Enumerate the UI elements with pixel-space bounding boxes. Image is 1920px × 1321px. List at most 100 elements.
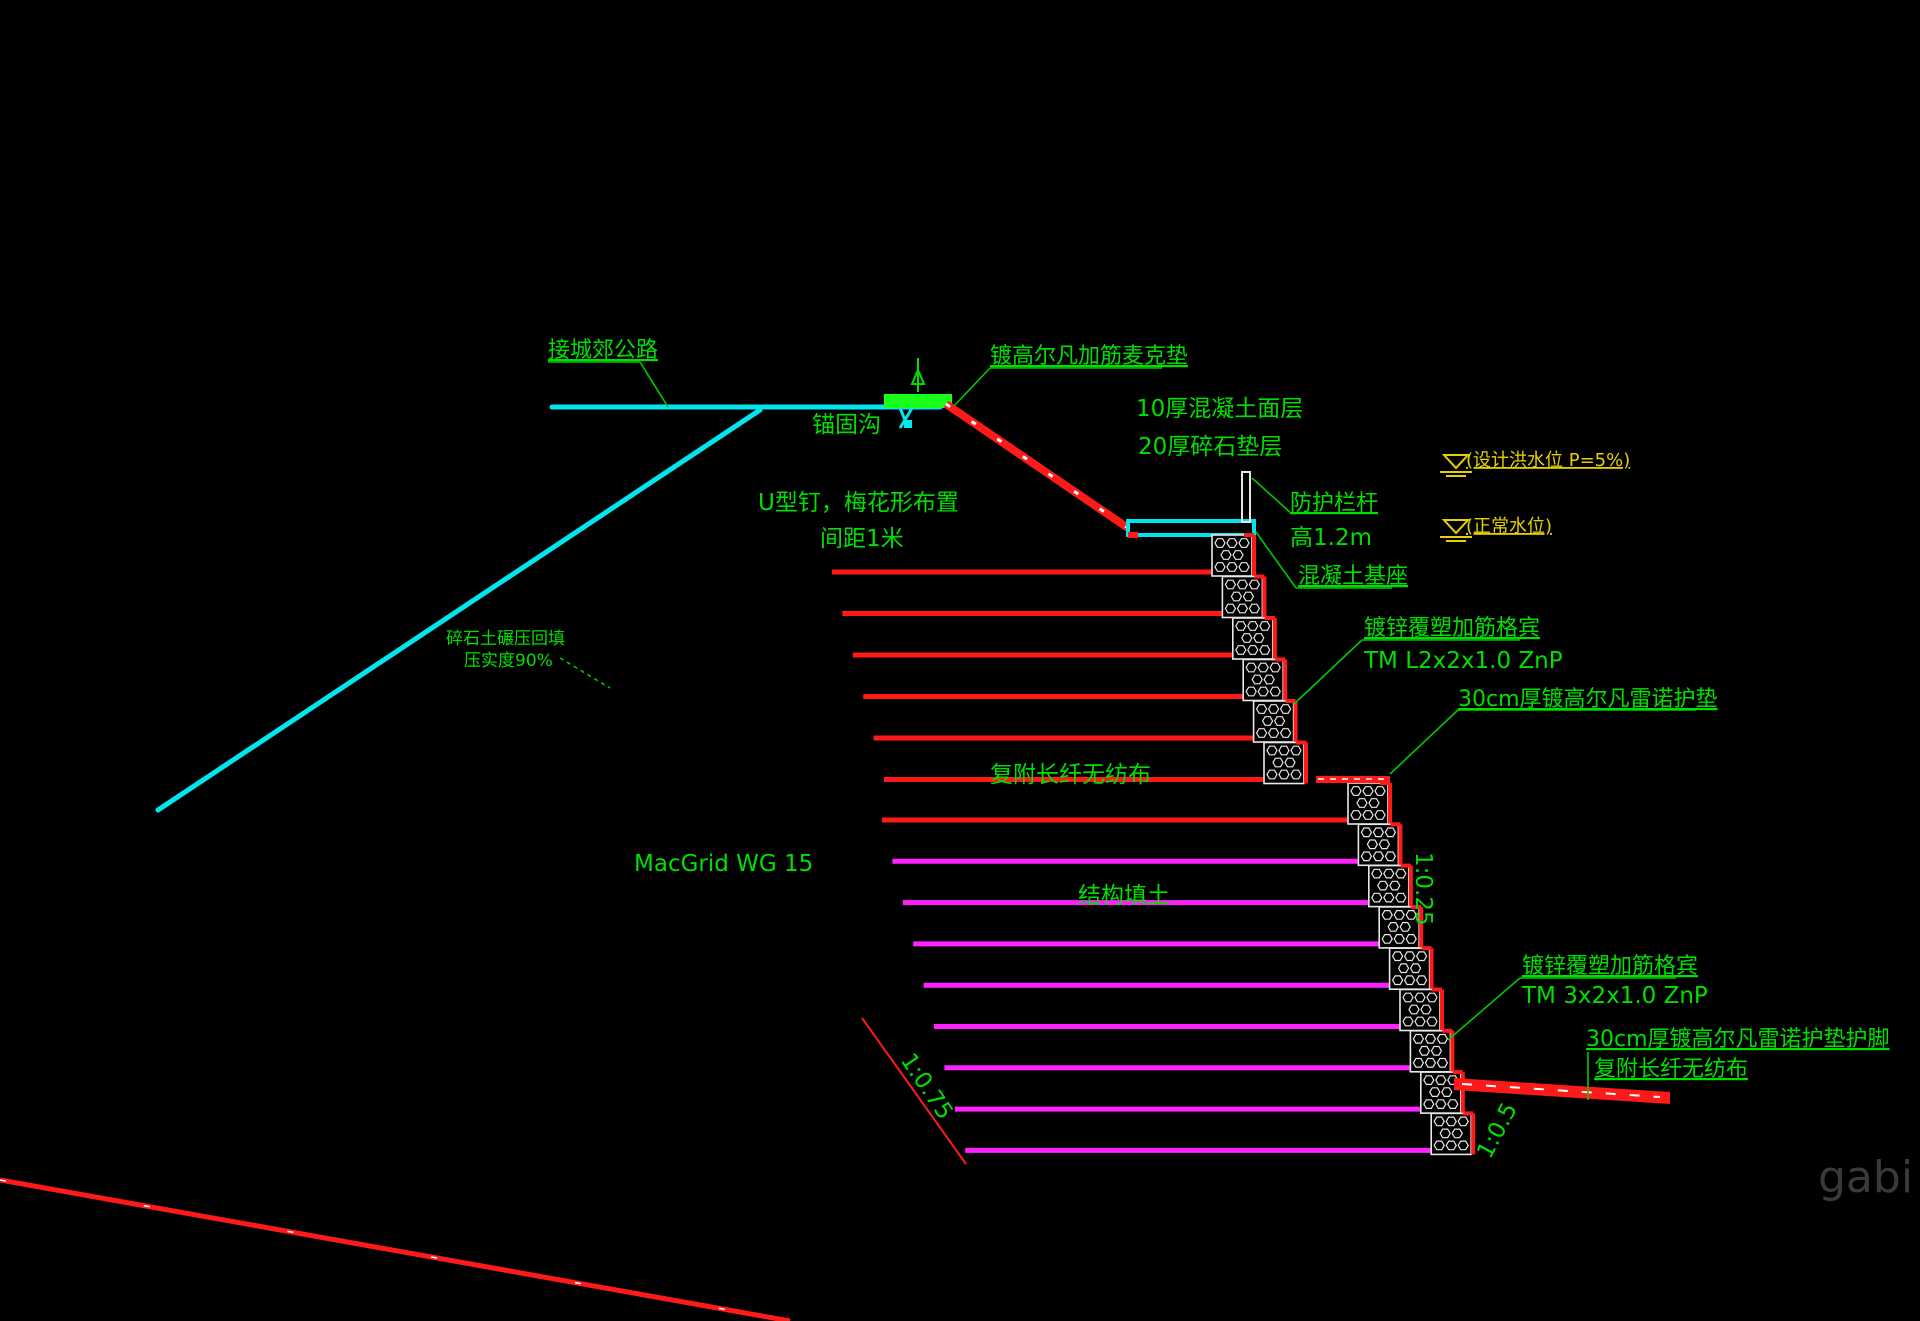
gabion-mesh-cell [1362, 786, 1374, 796]
gabion-mesh-cell [1384, 851, 1397, 862]
toe-mattress-label: 30cm厚镀高尔凡雷诺护垫护脚 [1586, 1027, 1890, 1052]
gabion-mesh-cell [1226, 538, 1238, 548]
gabion-mesh-cell [1391, 951, 1404, 962]
embankment-slope-line [155, 407, 763, 813]
gabion-mesh-cell [1366, 839, 1379, 850]
gabion-upper-leader [1293, 639, 1363, 705]
gabion-mesh-cell [1255, 728, 1268, 738]
gabion-mesh-cell [1261, 716, 1274, 726]
gabion-mesh-cell [1424, 1057, 1437, 1068]
trench-marker [904, 420, 912, 428]
gabion-mesh-cell [1263, 674, 1275, 685]
gabion-mesh-cell [1403, 975, 1416, 986]
backfill-leader [559, 657, 611, 689]
watermark-logo: gabi [1818, 1152, 1913, 1203]
gabion-mesh-cell [1238, 538, 1250, 548]
gabion-mesh-cell [1383, 868, 1395, 879]
gabion-mesh-cell [1226, 562, 1238, 572]
gabion-mesh-cell [1405, 933, 1417, 944]
gabion-mesh-cell [1424, 1033, 1437, 1044]
gabion-mesh-cell [1247, 645, 1259, 655]
gabion-mesh-cell [1420, 1004, 1432, 1015]
water-level-triangle-icon [1441, 519, 1471, 535]
gabion-mesh-cell [1350, 810, 1362, 820]
design-flood-level-symbol [1440, 454, 1472, 477]
berm-mattress [1316, 776, 1390, 783]
gabion-mesh-cell [1224, 579, 1237, 590]
anchor-trench-symbol [884, 358, 952, 429]
gabion-lower-label: 镀锌覆塑加筋格宾 [1522, 954, 1698, 979]
gabion-mesh-cell [1423, 1099, 1435, 1110]
gabion-mesh-cell [1279, 728, 1292, 738]
gabion-mesh-cell [1372, 851, 1385, 862]
gabion-mesh-cell [1415, 951, 1428, 962]
gabion-mesh-cell [1389, 880, 1401, 891]
gabion-mesh-cell [1350, 786, 1362, 796]
gabion-box [1420, 1071, 1462, 1114]
concrete-surface-label: 10厚混凝土面层 [1136, 396, 1303, 422]
gabion-box [1388, 947, 1431, 991]
gabion-mesh-cell [1371, 868, 1383, 879]
road-embankment [155, 404, 943, 813]
gabion-box [1232, 617, 1274, 660]
gabion-mesh-cell [1235, 645, 1247, 655]
gabion-mesh-cell [1408, 1004, 1420, 1015]
gabion-upper-spec: TM L2x2x1.0 ZnP [1363, 648, 1563, 674]
gabion-mesh-cell [1393, 933, 1405, 944]
gabion-mesh-cell [1430, 1045, 1443, 1056]
gabion-mesh-cell [1247, 621, 1259, 631]
gabion-mesh-cell [1445, 1116, 1457, 1127]
gabion-box [1221, 575, 1264, 619]
gabion-mesh-cell [1426, 1016, 1438, 1027]
gabion-mesh-cell [1457, 1116, 1469, 1127]
gabion-mesh-cell [1414, 1016, 1426, 1027]
geogrid-label: MacGrid WG 15 [634, 851, 813, 877]
gabion-mesh-cell [1374, 786, 1386, 796]
gabion-mesh-cell [1214, 562, 1226, 572]
leader-lines [548, 361, 1696, 1100]
gabion-lower-spec: TM 3x2x1.0 ZnP [1521, 983, 1708, 1009]
toe-geotextile-label: 复附长纤无纺布 [1594, 1057, 1748, 1082]
gabion-box [1357, 823, 1400, 867]
gabion-box [1430, 1112, 1472, 1156]
mattress-top-label: 镀高尔凡加筋麦克垫 [990, 344, 1188, 369]
structural-fill-label: 结构填土 [1078, 883, 1170, 909]
gabion-mesh-cell [1259, 621, 1271, 631]
gabion-box [1368, 864, 1410, 908]
road-label: 接城郊公路 [548, 338, 658, 363]
gabion-mesh-cell [1403, 951, 1416, 962]
base-leader [1255, 531, 1297, 589]
reno-leader [1389, 709, 1459, 775]
gabion-mesh-cell [1214, 538, 1226, 548]
slope-upper-label: 1:0.25 [1410, 852, 1436, 926]
gabion-mesh-cell [1362, 810, 1374, 820]
top-slope-mattress [943, 400, 1131, 532]
gabion-mesh-cell [1290, 769, 1302, 780]
gabion-mesh-cell [1426, 992, 1438, 1003]
gravel-cushion-label: 20厚碎石垫层 [1138, 434, 1282, 460]
gabion-mesh-cell [1435, 1099, 1447, 1110]
gabion-mesh-cell [1418, 1045, 1431, 1056]
gabion-mesh-cell [1372, 827, 1385, 838]
gabion-mesh-cell [1451, 1128, 1463, 1139]
gabion-mesh-cell [1236, 603, 1249, 614]
gabion-mesh-cell [1278, 745, 1290, 756]
gabion-mesh-cell [1402, 992, 1414, 1003]
toe-mattress-dash [1461, 1083, 1661, 1098]
gabion-mesh-cell [1248, 579, 1261, 590]
gabion-mesh-cell [1245, 662, 1257, 673]
gabion-mesh-cell [1384, 827, 1397, 838]
gabion-mesh-cell [1423, 1075, 1435, 1086]
gabion-box [1252, 700, 1295, 743]
gabion-box [1409, 1030, 1452, 1073]
gabion-mesh-cell [1381, 909, 1393, 920]
gabion-mesh-cell [1415, 975, 1428, 986]
gabion-mesh-cell [1409, 963, 1422, 974]
gabion-mesh-cell [1436, 1033, 1449, 1044]
railing-leader [1251, 477, 1293, 515]
mattress-leader [953, 367, 991, 407]
geotextile-label: 复附长纤无纺布 [990, 762, 1151, 788]
reno-mattress-label: 30cm厚镀高尔凡雷诺护垫 [1458, 687, 1718, 712]
gabion-mesh-cell [1387, 921, 1399, 932]
